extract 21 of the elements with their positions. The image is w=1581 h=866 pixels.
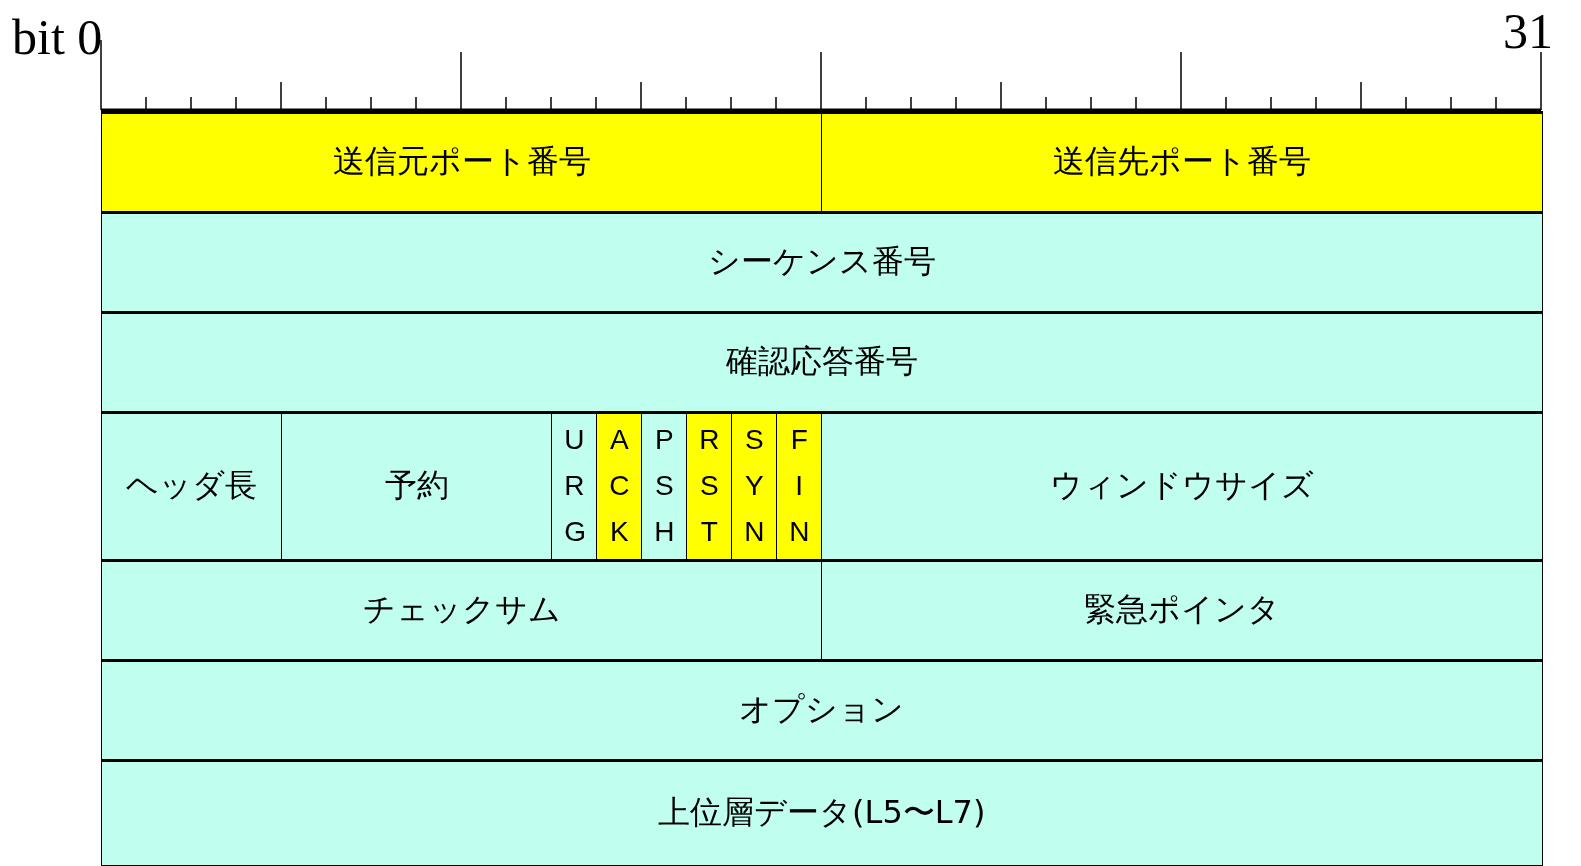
field-name: 緊急ポインタ [1083,589,1280,630]
bit-position-label: 31 [1503,6,1553,56]
field-name: 確認応答番号 [725,341,918,382]
field-name: 予約 [384,465,449,506]
flag-name: ACK [609,423,630,549]
flag-name: RST [699,423,720,549]
field-name: ヘッダ長 [126,465,258,506]
header-field [821,110,1543,214]
field-name: チェックサム [362,589,561,630]
header-field [101,110,823,214]
flag-name: PSH [654,423,675,549]
flag-name: URG [564,423,585,549]
flag-name: FIN [789,423,810,549]
field-name: ウィンドウサイズ [1049,465,1314,506]
field-name: オプション [739,689,905,730]
field-name: 上位層データ(L5〜L7) [658,792,986,833]
flag-name: SYN [744,423,765,549]
field-name: シーケンス番号 [707,241,936,282]
field-name: 送信先ポート番号 [1052,141,1311,182]
field-name: 送信元ポート番号 [332,141,591,182]
bit-position-label: bit 0 [12,12,103,62]
